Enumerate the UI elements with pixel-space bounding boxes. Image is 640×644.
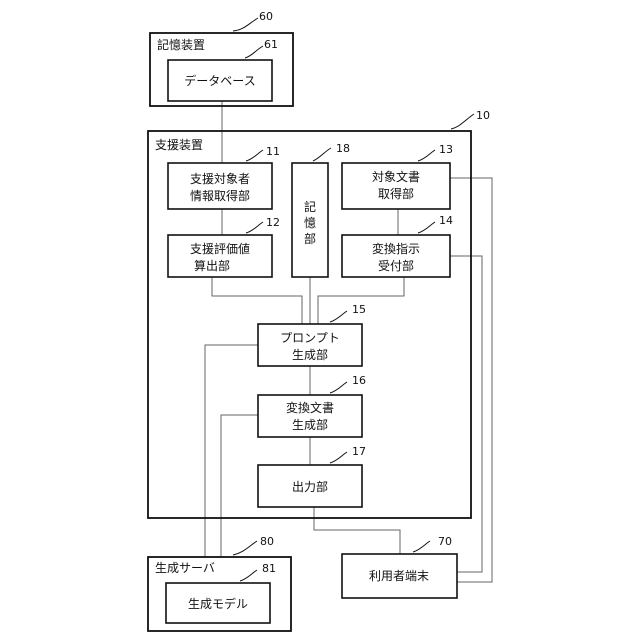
support-device: 支援装置 10 支援対象者 情報取得部 11 支援評価値 算出部 12 記 憶 … (148, 109, 490, 518)
target-info-ref-leader (246, 150, 263, 161)
wire-instr-to-terminal (450, 256, 482, 572)
doc-get-ref: 13 (439, 143, 453, 156)
memory-char-1: 記 (304, 199, 316, 214)
user-terminal-label: 利用者端末 (369, 569, 429, 583)
generation-server: 生成サーバ 80 生成モデル 81 (148, 535, 291, 631)
generation-model-ref: 81 (262, 562, 276, 575)
eval-ref-leader (246, 222, 263, 233)
target-info-line2: 情報取得部 (190, 188, 250, 203)
output-label: 出力部 (292, 479, 328, 494)
doc-get-line2: 取得部 (378, 186, 414, 201)
storage-device: 記憶装置 60 データベース 61 (150, 10, 293, 106)
memory-char-3: 部 (304, 231, 316, 246)
instr-line2: 受付部 (378, 258, 414, 273)
support-device-title: 支援装置 (155, 138, 203, 152)
conv-line2: 生成部 (292, 417, 328, 432)
conv-ref-leader (330, 382, 347, 393)
output-ref-leader (330, 452, 347, 463)
storage-device-title: 記憶装置 (157, 37, 205, 52)
wire-conv-to-server (221, 415, 258, 557)
output-ref: 17 (352, 445, 366, 458)
prompt-line2: 生成部 (292, 347, 328, 362)
instr-ref: 14 (439, 214, 453, 227)
target-info-line1: 支援対象者 (190, 172, 250, 186)
doc-get-ref-leader (418, 150, 435, 161)
prompt-line1: プロンプト (280, 331, 340, 345)
wire-output-to-terminal (314, 507, 400, 554)
doc-get-line1: 対象文書 (372, 169, 420, 184)
instr-line1: 変換指示 (372, 241, 420, 256)
prompt-ref: 15 (352, 303, 366, 316)
support-device-ref: 10 (476, 109, 490, 122)
eval-line1: 支援評価値 (190, 241, 250, 256)
database-ref: 61 (264, 38, 278, 51)
generation-model-ref-leader (240, 570, 257, 581)
storage-device-ref: 60 (259, 10, 273, 23)
user-terminal-ref: 70 (438, 535, 452, 548)
support-device-ref-leader (451, 114, 474, 129)
storage-device-ref-leader (233, 18, 258, 31)
memory-ref: 18 (336, 142, 350, 155)
memory-char-2: 憶 (304, 215, 316, 230)
target-info-ref: 11 (266, 145, 280, 158)
prompt-ref-leader (330, 311, 347, 322)
instr-ref-leader (418, 222, 435, 233)
wire-prompt-to-server (205, 345, 258, 557)
generation-model-label: 生成モデル (188, 596, 248, 611)
conv-ref: 16 (352, 374, 366, 387)
database-ref-leader (245, 46, 263, 58)
wire-eval-to-prompt (212, 277, 302, 324)
generation-server-title: 生成サーバ (155, 561, 215, 575)
memory-ref-leader (313, 148, 331, 161)
database-label: データベース (184, 73, 255, 88)
eval-line2: 算出部 (194, 258, 230, 273)
user-terminal-ref-leader (413, 541, 430, 552)
generation-server-ref: 80 (260, 535, 274, 548)
eval-ref: 12 (266, 216, 280, 229)
wire-instr-to-prompt (318, 277, 404, 324)
generation-server-ref-leader (233, 541, 257, 555)
conv-line1: 変換文書 (286, 400, 334, 415)
